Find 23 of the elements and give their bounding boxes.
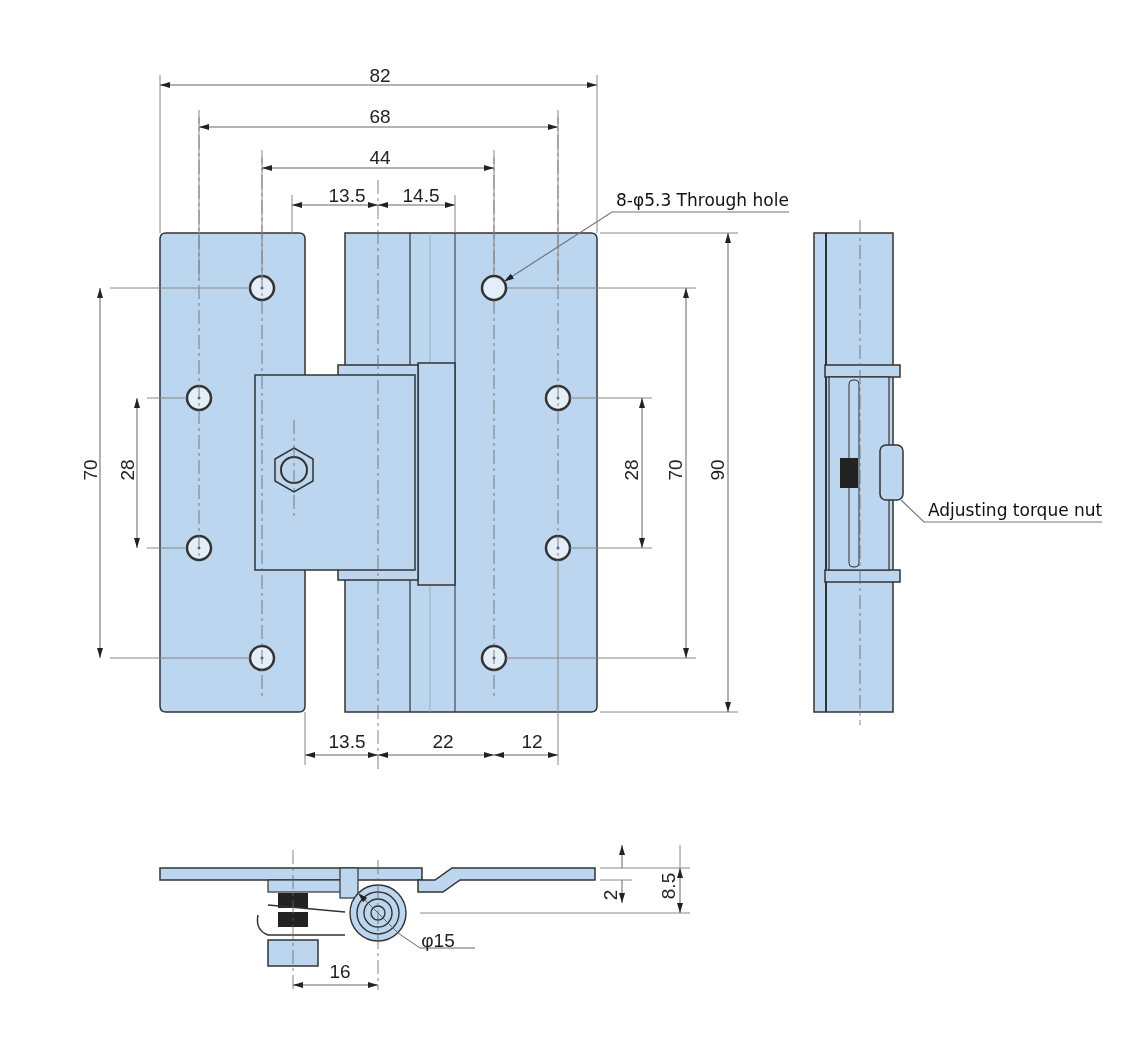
dimension-label: 12 [521, 731, 543, 751]
dimension-label: 90 [707, 459, 727, 481]
dimension-label: 2 [600, 889, 620, 901]
leader-line [503, 211, 790, 283]
leader-line [900, 499, 1103, 523]
dimension-label: 28 [621, 459, 641, 481]
through-hole [480, 274, 508, 302]
adjusting-nut [879, 444, 904, 501]
dimension-label: 70 [665, 459, 685, 481]
dimension-label: 13.5 [328, 185, 366, 205]
dimension-label: 16 [329, 961, 351, 981]
dimension-label: 22 [432, 731, 454, 751]
dimension-label: 8.5 [658, 872, 678, 900]
dimension-label: 70 [80, 459, 100, 481]
dimension-label: 82 [369, 65, 391, 85]
dimension-label: 44 [369, 147, 391, 167]
dimension-label: 68 [369, 106, 391, 126]
dimension-label: 14.5 [402, 185, 440, 205]
callout-text: 8-φ5.3 Through hole [616, 192, 789, 209]
dimension-label: 13.5 [328, 731, 366, 751]
dimension-label: 28 [117, 459, 137, 481]
dimension-label: φ15 [421, 930, 455, 950]
callout-text: Adjusting torque nut [928, 502, 1103, 519]
